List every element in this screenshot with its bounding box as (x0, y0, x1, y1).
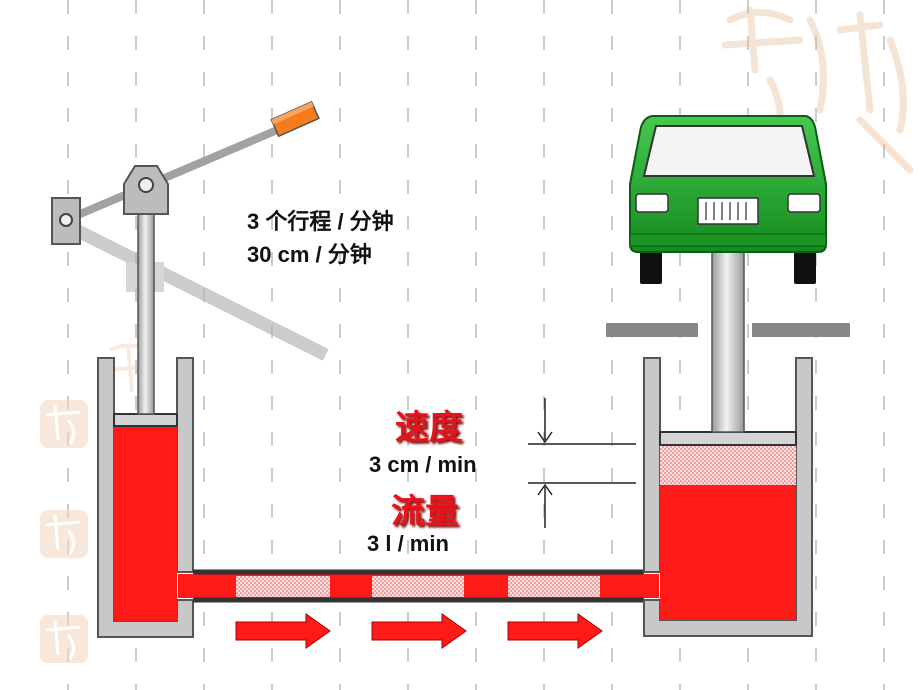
connecting-pipe (178, 569, 659, 603)
pump-stroke-rate-label: 3 个行程 / 分钟 (247, 209, 394, 234)
flow-value: 3 l / min (367, 531, 449, 556)
ground-platform (606, 323, 850, 337)
piston-travel-zone (660, 445, 796, 485)
speed-value: 3 cm / min (369, 452, 477, 477)
pump-handle (270, 100, 320, 138)
right-arrow-icon (507, 613, 603, 649)
small-cylinder-fluid (114, 426, 177, 621)
speed-heading: 速度 (395, 408, 463, 448)
large-cylinder-fluid (660, 485, 796, 620)
pump-lever (62, 100, 320, 224)
pump-displacement-label: 30 cm / 分钟 (247, 242, 372, 267)
small-piston-rod (137, 195, 155, 415)
small-cylinder (97, 357, 194, 638)
fluid-segment (372, 576, 464, 597)
small-piston (113, 413, 178, 427)
fluid-segment (508, 576, 600, 597)
rod-pivot-icon (123, 165, 169, 215)
seal-stamp-icon (40, 343, 152, 663)
large-piston-rod (711, 249, 745, 433)
large-cylinder (643, 357, 813, 637)
large-piston (659, 431, 797, 446)
stroke-dimension-marker (528, 398, 636, 528)
flow-arrows (235, 613, 603, 649)
lever-pivot-icon (51, 197, 81, 245)
car-icon (629, 115, 827, 284)
flow-heading: 流量 (391, 492, 459, 532)
fluid-segment (236, 576, 330, 597)
right-arrow-icon (235, 613, 331, 649)
right-arrow-icon (371, 613, 467, 649)
